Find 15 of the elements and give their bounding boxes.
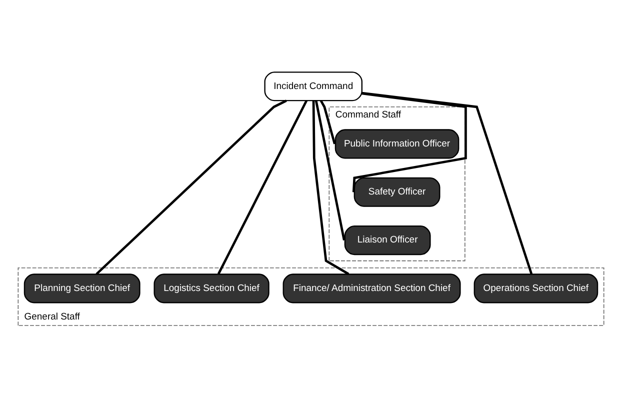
node-box: Finance/ Administration Section Chief <box>282 274 461 304</box>
connector <box>312 100 350 276</box>
node-box: Liaison Officer <box>344 225 431 256</box>
connector <box>352 92 467 192</box>
connector <box>217 100 308 274</box>
node-box: Operations Section Chief <box>474 274 598 304</box>
connector <box>96 100 287 275</box>
connector <box>320 100 336 144</box>
node-box: Incident Command <box>264 72 362 102</box>
connector <box>362 92 533 274</box>
node-box: Planning Section Chief <box>24 274 140 304</box>
node-box: Safety Officer <box>354 177 440 207</box>
connector <box>314 100 346 241</box>
node-box: Logistics Section Chief <box>154 274 270 304</box>
node-box: Public Information Officer <box>334 129 460 159</box>
